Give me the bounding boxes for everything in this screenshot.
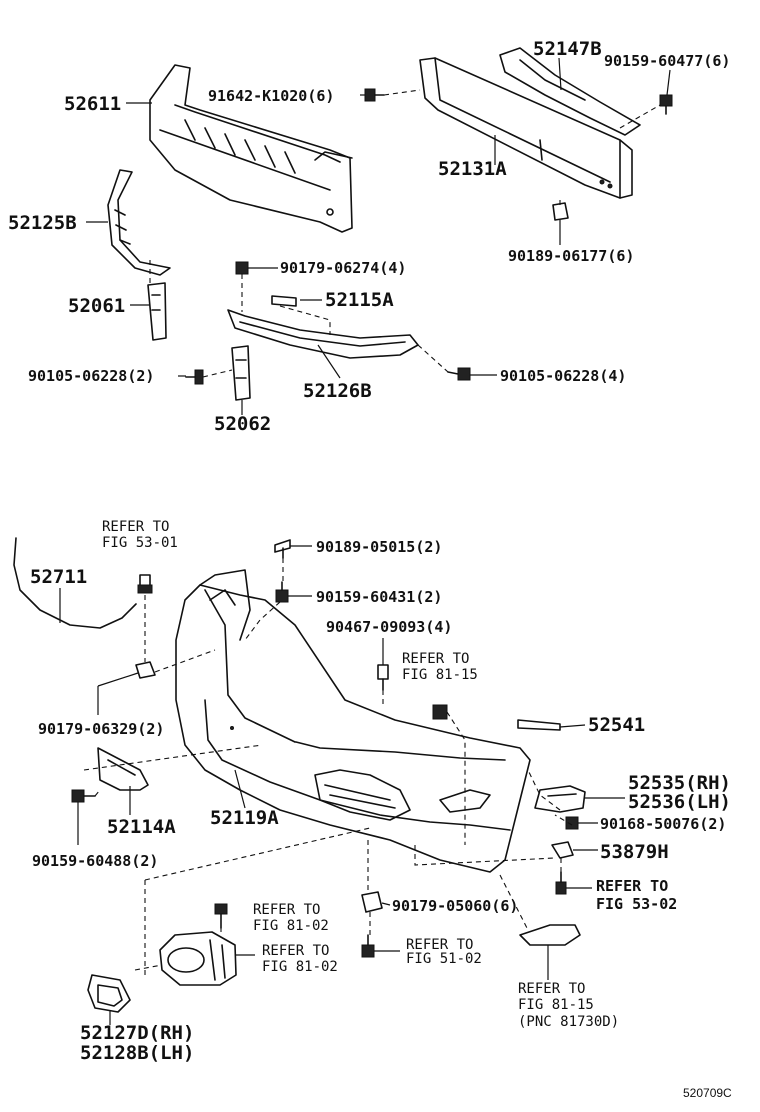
fog-lamp	[159, 931, 237, 986]
label-ref-5302-a: REFER TO	[596, 877, 668, 895]
label-ref-8102a-b: FIG 81-02	[253, 918, 329, 934]
label-52115a: 52115A	[325, 289, 394, 311]
label-52611: 52611	[64, 93, 121, 115]
label-52114a: 52114A	[107, 816, 176, 838]
nut-90179-06274-icon	[235, 261, 249, 275]
label-52147b: 52147B	[533, 38, 602, 60]
label-90189-06177: 90189-06177(6)	[508, 247, 634, 265]
label-ref-8102a-a: REFER TO	[253, 902, 320, 918]
bolt-90159-60477-icon	[659, 94, 673, 115]
label-52125b: 52125B	[8, 212, 77, 234]
label-ref-5301-a: REFER TO	[102, 519, 169, 535]
label-90159-60431: 90159-60431(2)	[316, 588, 442, 606]
label-52541: 52541	[588, 714, 645, 736]
retainer-52126b	[227, 309, 419, 359]
clip-90179-05060-icon	[361, 891, 383, 913]
label-90168: 90168-50076(2)	[600, 815, 726, 833]
bolt-90105-left-icon	[185, 369, 204, 385]
side-marker-lamp	[519, 924, 581, 946]
bolt-91642-icon	[364, 88, 385, 102]
label-52711: 52711	[30, 566, 87, 588]
moulding-52711	[13, 537, 137, 629]
label-52536: 52536(LH)	[628, 791, 731, 813]
clip-53879h	[551, 841, 574, 859]
label-52131a: 52131A	[438, 158, 507, 180]
absorber-52611	[149, 64, 353, 233]
label-90159-60488: 90159-60488(2)	[32, 852, 158, 870]
label-53879h: 53879H	[600, 841, 669, 863]
label-90105-left: 90105-06228(2)	[28, 367, 154, 385]
label-52062: 52062	[214, 413, 271, 435]
nut-90179-06329-icon	[135, 661, 156, 679]
label-ref-8115b-c: (PNC 81730D)	[518, 1014, 619, 1030]
reinforcement-52131a	[419, 57, 633, 199]
label-ref-5301-b: FIG 53-01	[102, 535, 178, 551]
clip-90189-05015-icon	[274, 539, 291, 559]
label-52061: 52061	[68, 295, 125, 317]
clip-90467-icon	[377, 664, 389, 691]
retainer-52125b	[107, 169, 171, 276]
label-ref-8115a-a: REFER TO	[402, 651, 469, 667]
label-52126b: 52126B	[303, 380, 372, 402]
label-52127d: 52127D(RH)	[80, 1022, 194, 1044]
bolt-90159-60488-icon	[71, 789, 96, 803]
label-ref-5302-b: FIG 53-02	[596, 895, 677, 913]
nut-90189-06177-icon	[552, 202, 569, 221]
bolt-ref-5102-icon	[361, 934, 375, 958]
label-90105-right: 90105-06228(4)	[500, 367, 626, 385]
nut-ref-8115-icon	[432, 704, 448, 720]
figure-id: 520709C	[683, 1086, 732, 1100]
label-90189-05015: 90189-05015(2)	[316, 538, 442, 556]
label-90467: 90467-09093(4)	[326, 618, 452, 636]
strip-52541	[517, 719, 561, 731]
clip-52115a	[271, 295, 297, 307]
bolt-ref-5302-icon	[555, 871, 567, 895]
bracket-52114a	[97, 747, 149, 791]
fog-cover-52127d	[87, 974, 131, 1013]
label-52128b: 52128B(LH)	[80, 1042, 194, 1064]
label-ref-8115b-a: REFER TO	[518, 981, 585, 997]
label-90179-06329: 90179-06329(2)	[38, 720, 164, 738]
label-90179-05060: 90179-05060(6)	[392, 897, 518, 915]
bolt-ref-5301-icon	[137, 574, 153, 594]
label-ref-8102b-b: FIG 81-02	[262, 959, 338, 975]
bolt-ref-8102-icon	[214, 903, 228, 929]
bracket-52062	[231, 345, 251, 401]
label-ref-8115a-b: FIG 81-15	[402, 667, 478, 683]
label-52535: 52535(RH)	[628, 772, 731, 794]
bolt-90105-right-icon	[447, 367, 471, 381]
bracket-52535	[534, 785, 586, 813]
label-90179-06274: 90179-06274(4)	[280, 259, 406, 277]
bracket-52147b	[499, 47, 641, 136]
label-91642: 91642-K1020(6)	[208, 87, 334, 105]
label-ref-8115b-b: FIG 81-15	[518, 997, 594, 1013]
label-ref-5102-a: REFER TO	[406, 937, 473, 953]
bracket-52061	[147, 282, 167, 341]
label-52119a: 52119A	[210, 807, 279, 829]
label-ref-8102b-a: REFER TO	[262, 943, 329, 959]
bolt-90159-60431-icon	[275, 581, 289, 603]
label-ref-5102-b: FIG 51-02	[406, 951, 482, 967]
label-90159-60477: 90159-60477(6)	[604, 52, 730, 70]
